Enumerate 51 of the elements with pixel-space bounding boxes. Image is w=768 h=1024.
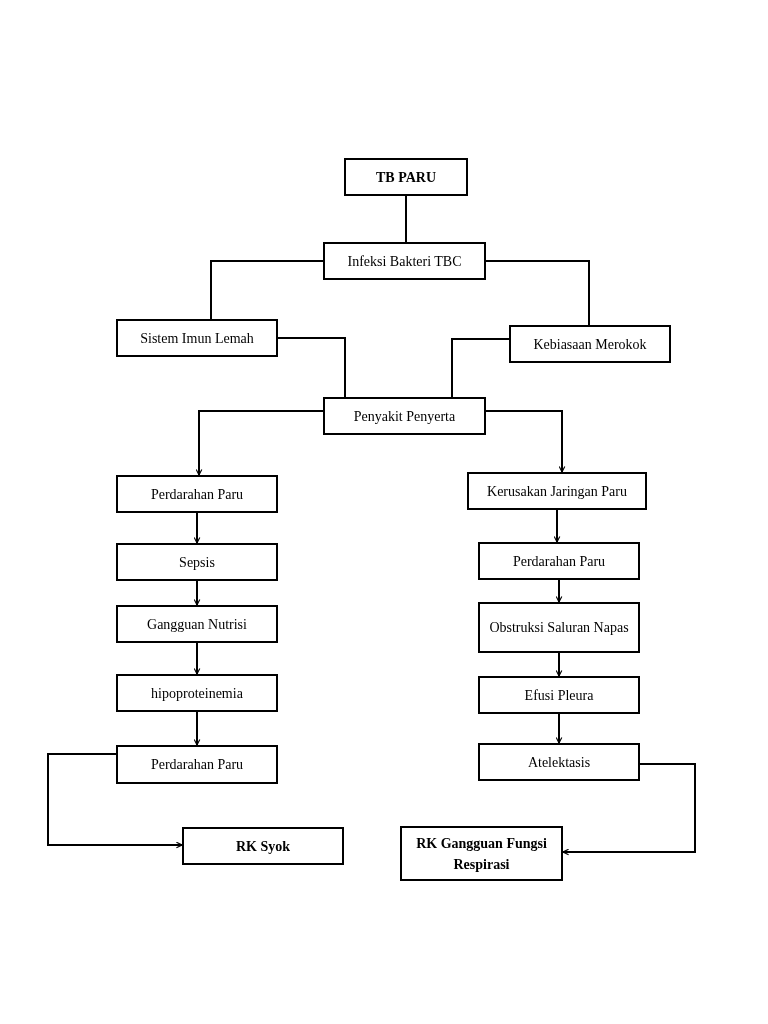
arrow (193, 580, 201, 606)
arrow (553, 509, 561, 543)
connector-line (405, 195, 407, 243)
process-box (467, 472, 647, 510)
box-label: Sistem Imun Lemah (140, 329, 254, 348)
process-box (323, 242, 486, 280)
arrow (555, 713, 563, 744)
process-box (478, 542, 640, 580)
arrow (555, 652, 563, 677)
arrow (562, 763, 696, 856)
box-label: Kerusakan Jaringan Paru (487, 482, 627, 501)
box-label: RK Syok (235, 837, 291, 856)
process-box (478, 743, 640, 781)
process-box (400, 826, 563, 881)
process-box (116, 674, 278, 712)
process-box (116, 745, 278, 784)
box-label: Efusi Pleura (524, 686, 594, 705)
box-label: Kebiasaan Merokok (533, 335, 647, 354)
process-box (116, 605, 278, 643)
connector-line (485, 260, 590, 326)
process-box (116, 319, 278, 357)
arrow (47, 753, 183, 849)
arrow (555, 579, 563, 603)
box-label: hipoproteinemia (151, 684, 243, 703)
connector-line (277, 337, 346, 398)
box-label: Penyakit Penyerta (353, 407, 456, 426)
arrow (485, 410, 566, 473)
process-box (478, 676, 640, 714)
connector-line (210, 260, 324, 320)
connector-line (451, 338, 510, 398)
box-label: Obstruksi Saluran Napas (489, 619, 629, 637)
box-label: Infeksi Bakteri TBC (347, 252, 462, 271)
box-label: Atelektasis (527, 753, 591, 772)
process-box (344, 158, 468, 196)
arrow (193, 512, 201, 544)
box-label: Perdarahan Paru (150, 485, 244, 504)
box-label: Sepsis (179, 553, 215, 572)
arrow (193, 711, 201, 746)
process-box (116, 543, 278, 581)
box-label: Perdarahan Paru (150, 756, 244, 774)
process-box (116, 475, 278, 513)
process-box (509, 325, 671, 363)
box-label: Gangguan Nutrisi (147, 615, 247, 634)
box-label: Perdarahan Paru (512, 552, 606, 571)
arrow (193, 642, 201, 675)
arrow (195, 410, 324, 476)
box-label: TB PARU (376, 168, 436, 187)
process-box (323, 397, 486, 435)
box-label: RK Gangguan Fungsi Respirasi (415, 834, 548, 874)
process-box (182, 827, 344, 865)
process-box (478, 602, 640, 653)
